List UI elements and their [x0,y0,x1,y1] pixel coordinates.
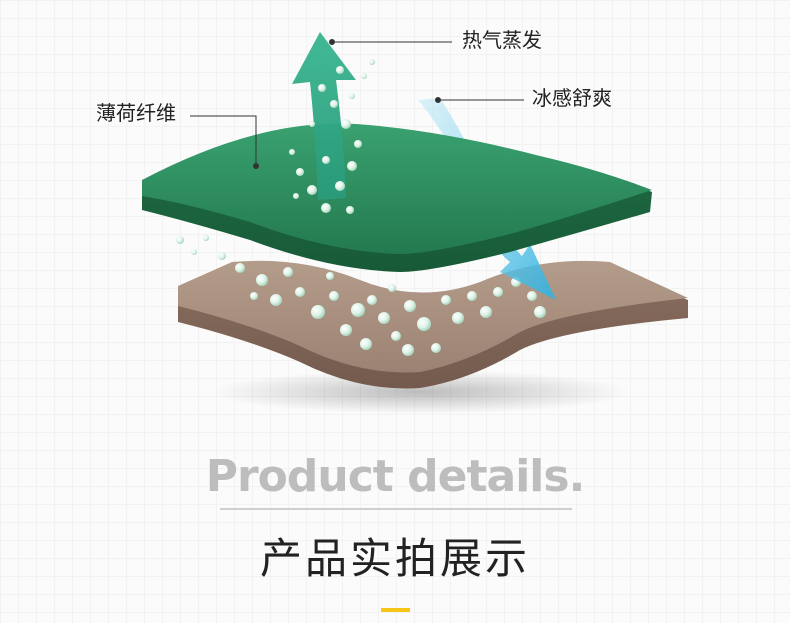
top-fabric-layer [142,123,652,273]
bottom-fabric-layer [178,260,688,389]
callout-cool-feel: 冰感舒爽 [532,86,612,110]
layer-shadow [210,370,630,414]
bubbles-rising [289,59,375,214]
accent-bar [381,608,410,612]
fabric-layers-illustration [142,32,688,414]
chinese-heading: 产品实拍展示 [259,534,530,583]
english-heading-underline [220,508,572,510]
mint-fiber-leader [190,115,257,166]
english-heading: Product details. [205,451,586,502]
callout-lines [190,39,524,169]
callout-mint-fiber: 薄荷纤维 [96,101,176,125]
cool-feel-dot [435,97,441,103]
bubbles-between [176,235,546,356]
callout-hot-air: 热气蒸发 [462,28,542,52]
hot-air-dot [329,39,335,45]
mint-fiber-dot [253,163,259,169]
